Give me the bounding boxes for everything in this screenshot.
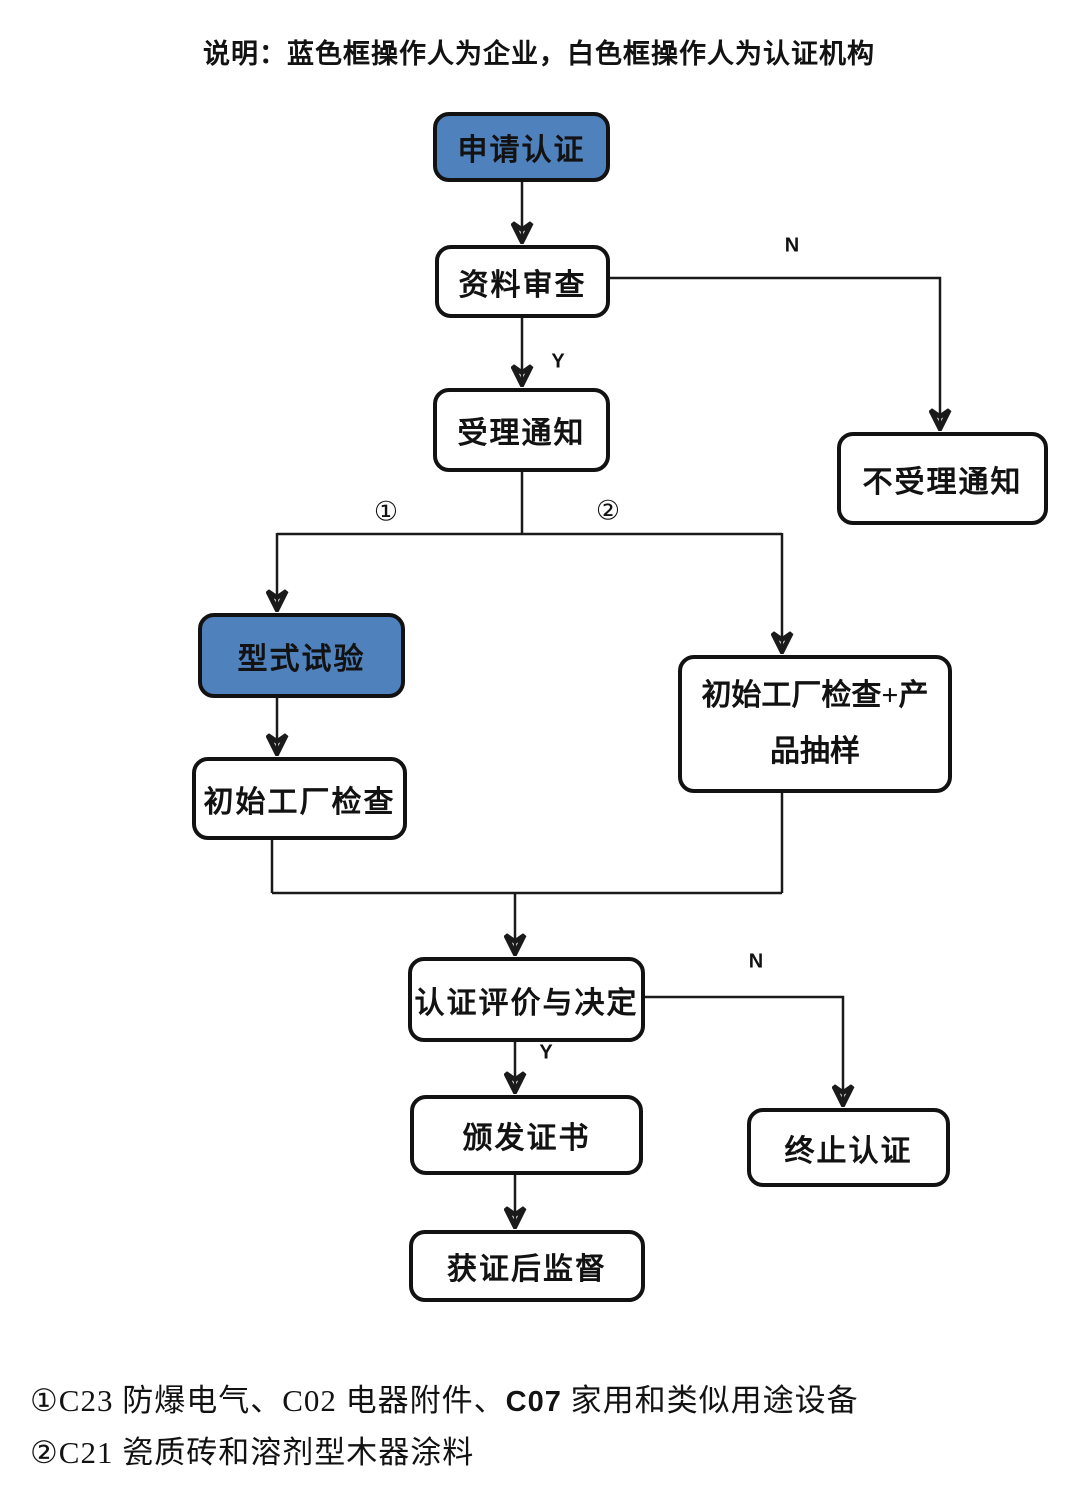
footnote-2: ②C21 瓷质砖和溶剂型木器涂料 [30, 1435, 475, 1470]
node-factory-inspection-plus-sampling: 初始工厂检查+产品抽样 [678, 655, 952, 793]
edge-label-branch-1: ① [373, 496, 399, 527]
edge-label-review-yes: Y [551, 350, 565, 373]
edge-evaluation-to-terminate [645, 995, 843, 1103]
node-label: 初始工厂检查 [203, 785, 396, 819]
node-certification-evaluation-decision: 认证评价与决定 [408, 957, 645, 1042]
node-acceptance-notice: 受理通知 [433, 388, 610, 472]
node-document-review: 资料审查 [435, 245, 610, 318]
edge-review-to-reject [610, 276, 940, 427]
node-label: 终止认证 [784, 1134, 913, 1168]
edge-label-eval-yes: Y [539, 1041, 553, 1064]
node-label: 颁发证书 [462, 1122, 591, 1155]
node-post-certification-supervision: 获证后监督 [409, 1230, 645, 1302]
edge-label-branch-2: ② [595, 495, 621, 526]
footnote-1-suffix: 家用和类似用途设备 [561, 1383, 859, 1418]
edge-label-eval-no: N [748, 950, 764, 973]
node-label: 获证后监督 [447, 1253, 607, 1286]
node-terminate-certification: 终止认证 [747, 1108, 950, 1187]
diagram-title: 说明：蓝色框操作人为企业，白色框操作人为认证机构 [203, 39, 875, 69]
node-label: 认证评价与决定 [414, 986, 639, 1020]
node-label: 初始工厂检查+产品抽样 [701, 679, 929, 768]
node-apply-certification: 申请认证 [433, 112, 610, 182]
node-label: 不受理通知 [862, 465, 1023, 499]
node-type-test: 型式试验 [198, 613, 405, 698]
footnote-1: ①C23 防爆电气、C02 电器附件、C07 家用和类似用途设备 [30, 1375, 859, 1420]
edge-label-review-no: N [784, 234, 800, 257]
footnote-1-prefix: ①C23 防爆电气、C02 电器附件、 [30, 1383, 506, 1418]
node-label: 申请认证 [457, 134, 586, 167]
node-label: 型式试验 [237, 642, 366, 676]
node-label: 资料审查 [458, 268, 587, 302]
node-label: 受理通知 [457, 417, 586, 450]
footnote-1-code: C07 [505, 1386, 562, 1418]
node-issue-certificate: 颁发证书 [410, 1095, 643, 1175]
node-initial-factory-inspection: 初始工厂检查 [192, 757, 407, 840]
node-rejection-notice: 不受理通知 [837, 432, 1048, 525]
